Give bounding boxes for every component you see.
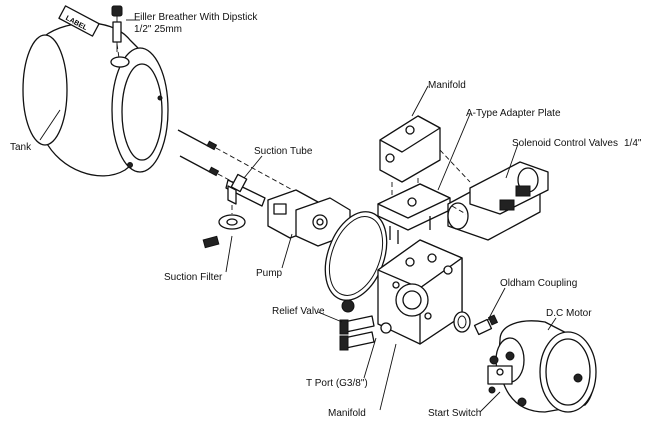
label-suction-tube: Suction Tube [254, 146, 313, 157]
manifold-main-block [377, 239, 463, 345]
label-suction-filter: Suction Filter [164, 272, 223, 283]
label-start-switch: Start Switch [428, 408, 482, 419]
label-filler-breather: Filler Breather With Dipstick [134, 12, 258, 23]
gasket [453, 311, 471, 333]
label-manifold-bottom: Manifold [328, 408, 366, 419]
tank-label-plate [58, 5, 100, 37]
solenoid-control-valves [439, 149, 549, 241]
oldham-coupling [473, 314, 499, 336]
label-solenoid-size: 1/4" [624, 138, 642, 149]
label-relief-valve: Relief Valve [272, 306, 325, 317]
label-pump: Pump [256, 268, 283, 279]
suction-tube [225, 173, 266, 207]
adapter-plate [377, 183, 451, 244]
manifold-top-block [379, 115, 441, 200]
tank-end-cap [22, 34, 68, 146]
filler-breather [111, 5, 123, 59]
suction-filter [202, 205, 246, 249]
tank: LABEL [22, 5, 169, 177]
label-solenoid-valves: Solenoid Control Valves [512, 138, 618, 149]
label-tank: Tank [10, 142, 32, 153]
label-t-port: T Port (G3/8") [306, 378, 368, 389]
label-filler-breather-size: 1/2" 25mm [134, 24, 183, 35]
label-adapter-plate: A-Type Adapter Plate [466, 108, 561, 119]
label-oldham-coupling: Oldham Coupling [500, 278, 578, 289]
relief-valve [339, 299, 392, 351]
start-switch [487, 351, 527, 407]
label-dc-motor: D.C Motor [546, 308, 592, 319]
filler-port [110, 56, 130, 68]
label-manifold-top: Manifold [428, 80, 466, 91]
leader-lines [39, 19, 557, 413]
